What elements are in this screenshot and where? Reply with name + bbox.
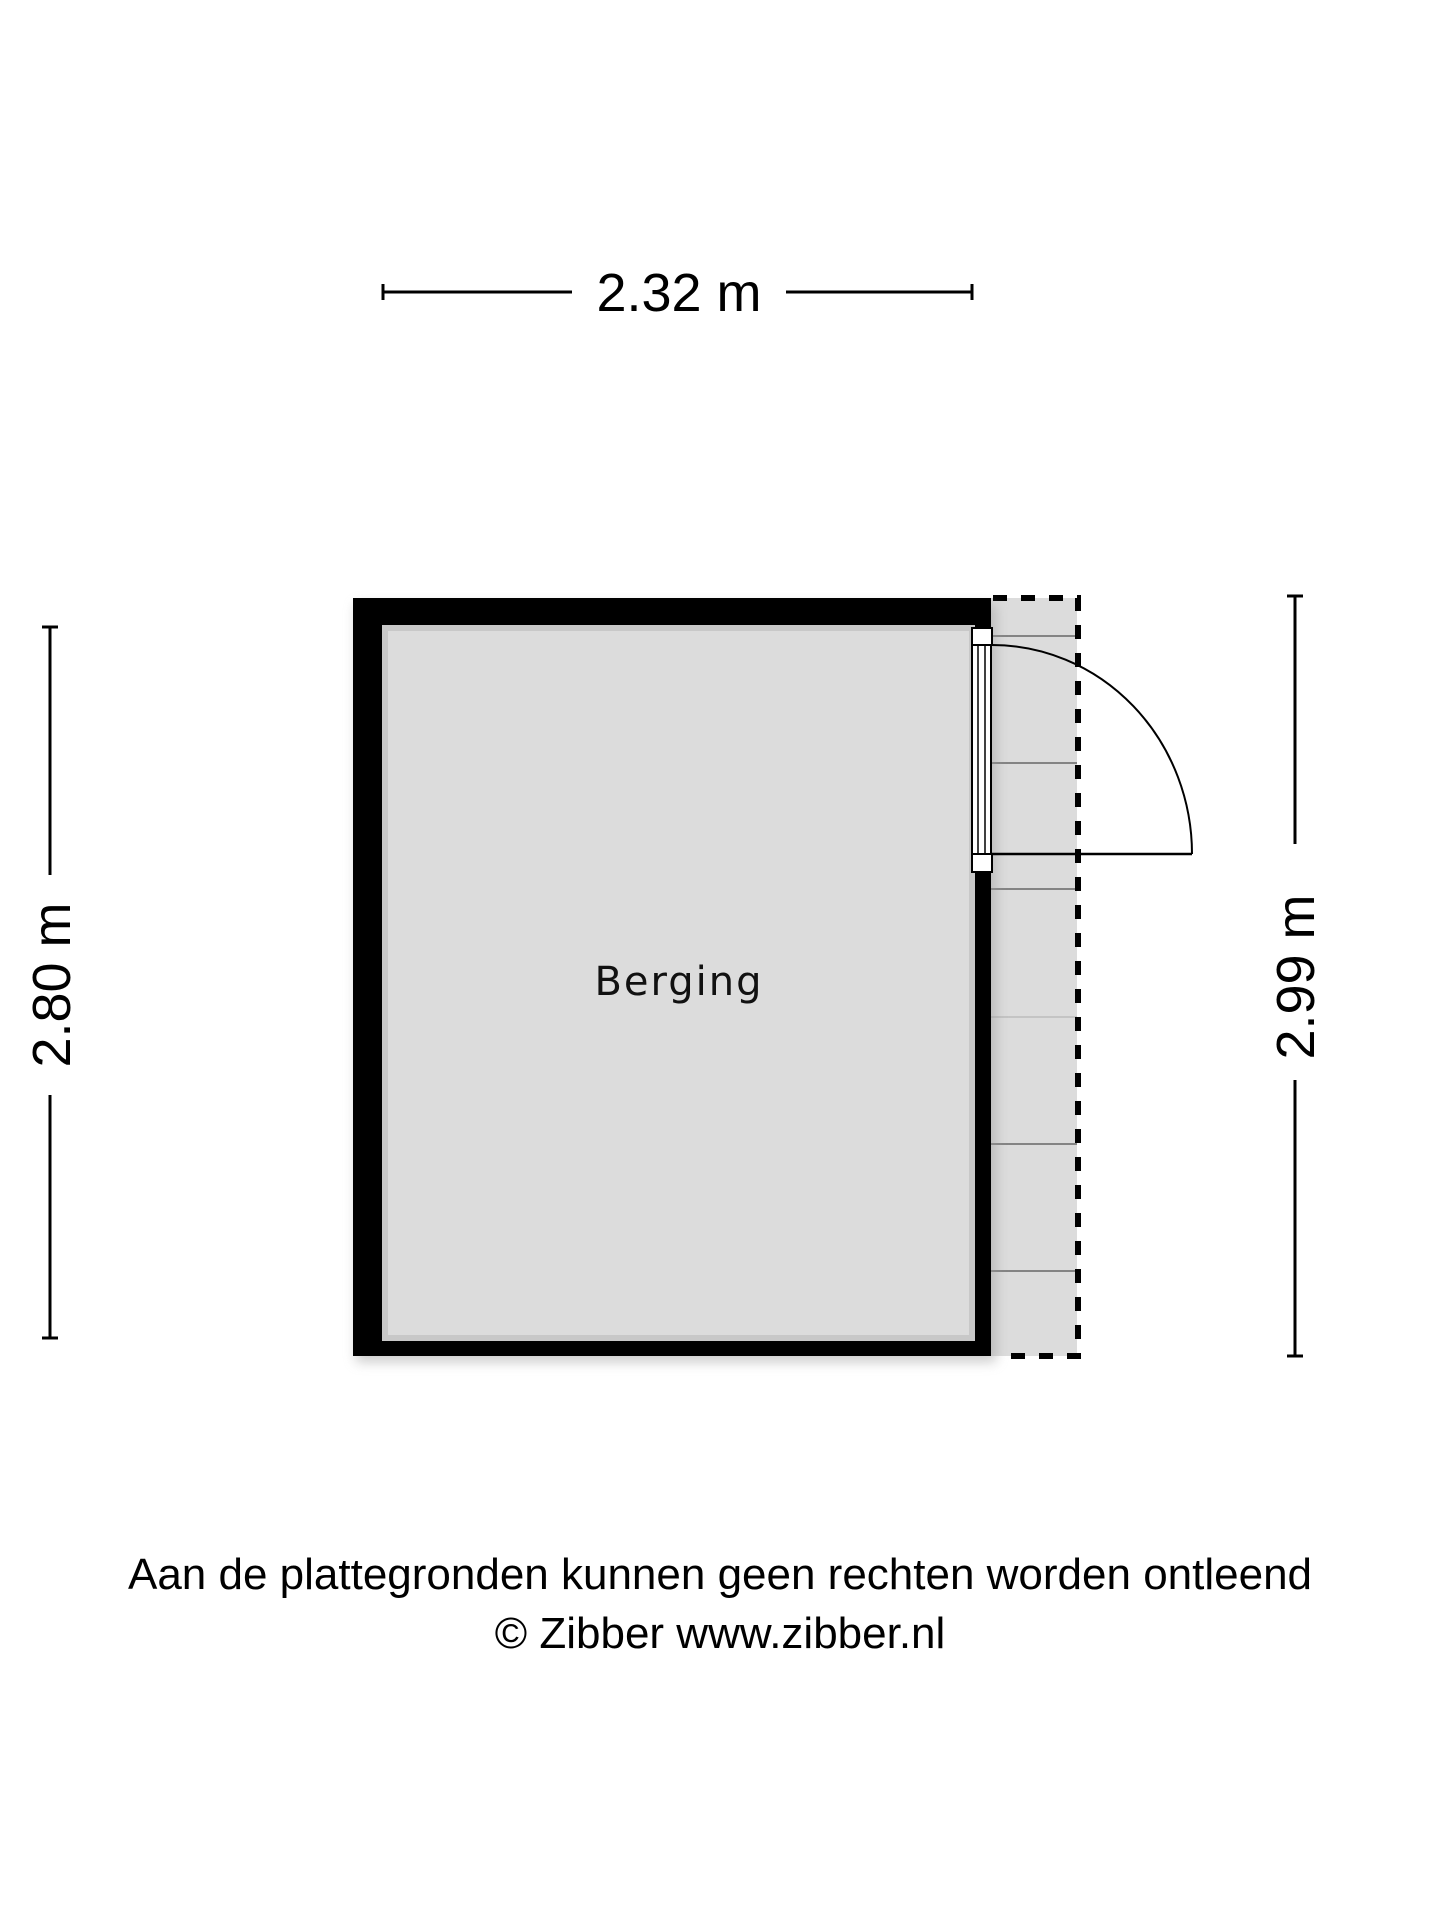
- dimension-height-left-label: 2.80 m: [22, 902, 82, 1067]
- door-frame-bottom: [971, 853, 993, 873]
- door: [971, 627, 1193, 873]
- room-berging: Berging: [353, 598, 991, 1356]
- dimension-height-left: 2.80 m: [22, 625, 82, 1340]
- room-label: Berging: [594, 959, 763, 1005]
- outside-area: [991, 595, 1081, 1359]
- door-swing-arc: [991, 644, 1193, 855]
- footer-copyright: © Zibber www.zibber.nl: [494, 1609, 946, 1658]
- door-frame-top: [971, 627, 993, 646]
- room-floor: [385, 628, 972, 1338]
- footer-disclaimer: Aan de plattegronden kunnen geen rechten…: [127, 1550, 1313, 1599]
- dimension-height-right-label: 2.99 m: [1266, 894, 1326, 1059]
- dimension-height-right: 2.99 m: [1266, 594, 1326, 1358]
- dimension-width-label: 2.32 m: [596, 263, 761, 323]
- step-lines: [991, 635, 1077, 1272]
- dimension-width: 2.32 m: [381, 263, 974, 323]
- outside-area-dashed-border: [993, 595, 1081, 1359]
